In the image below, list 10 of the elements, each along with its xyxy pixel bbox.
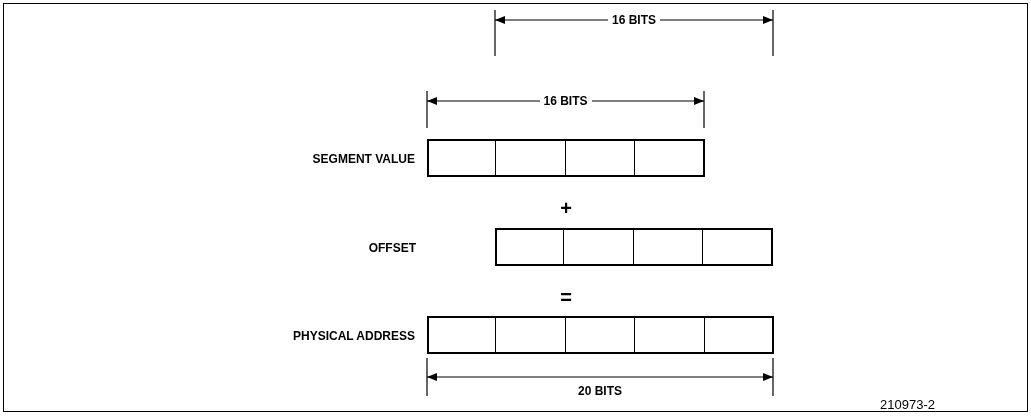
register-box xyxy=(427,316,774,354)
operator-symbol: + xyxy=(560,198,572,218)
register-label: PHYSICAL ADDRESS xyxy=(292,328,415,345)
register-box xyxy=(495,228,773,266)
register-box xyxy=(427,139,705,177)
operator-symbol: = xyxy=(560,287,572,307)
register-label: OFFSET xyxy=(368,240,416,257)
register-label: SEGMENT VALUE xyxy=(312,151,415,168)
dimension-label: 20 BITS xyxy=(578,383,622,400)
figure-number: 210973-2 xyxy=(880,396,935,414)
